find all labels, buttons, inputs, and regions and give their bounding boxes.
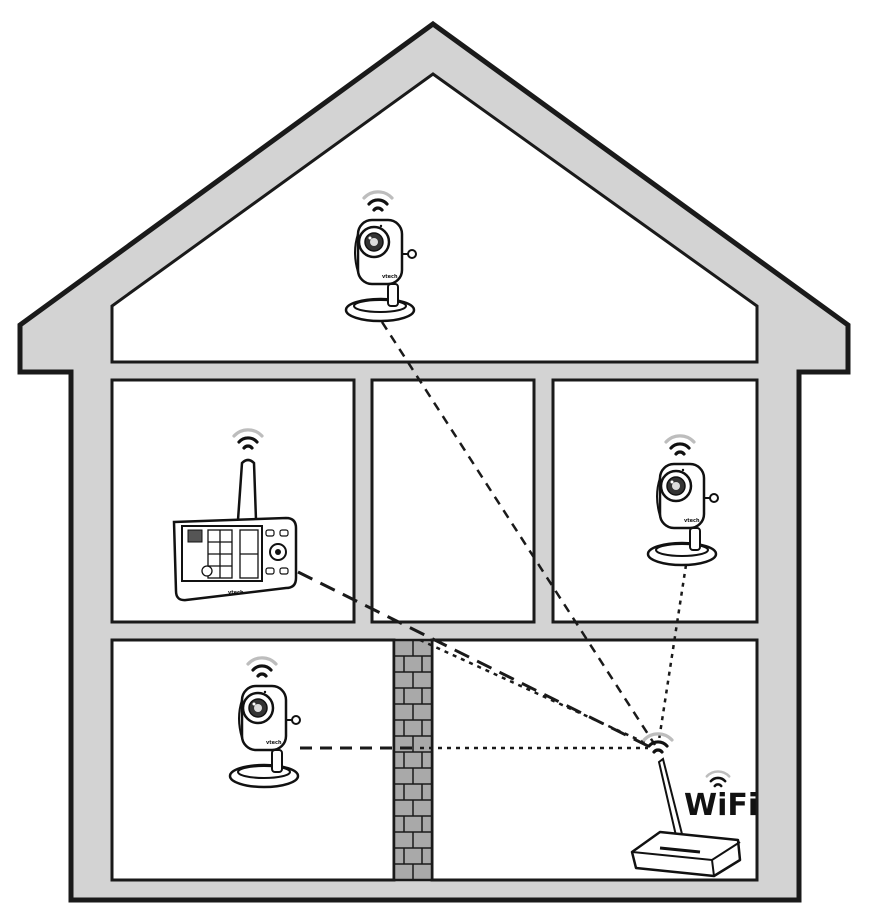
link-attic-camera: [380, 321, 657, 746]
camera-brand-label: vtech: [382, 274, 398, 280]
connection-lines: [297, 321, 688, 750]
room-right: [551, 378, 759, 624]
camera-attic: vtech: [344, 190, 418, 323]
wifi-logo: WiFi: [684, 770, 758, 823]
attic-room: [110, 72, 759, 364]
camera-ground-floor: vtech: [228, 656, 302, 789]
room-middle: [370, 378, 536, 624]
camera-brand-label: vtech: [684, 518, 700, 524]
brick-wall: [392, 638, 434, 882]
monitor-brand-label: vtech: [228, 590, 244, 596]
link-right-camera: [657, 564, 688, 741]
camera-right-room: vtech: [646, 434, 720, 567]
camera-brand-label: vtech: [266, 740, 282, 746]
link-middle-room: [419, 638, 651, 747]
room-ground-left: [110, 638, 396, 882]
wifi-router: [630, 732, 742, 878]
wifi-label: WiFi: [684, 788, 758, 823]
parent-monitor: vtech: [172, 428, 298, 602]
